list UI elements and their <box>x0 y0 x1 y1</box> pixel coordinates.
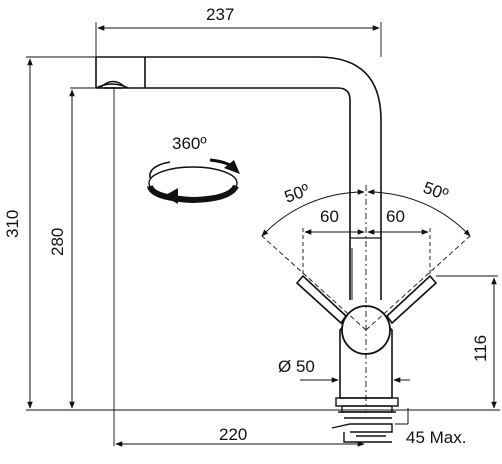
lever-right <box>385 274 438 325</box>
rotation-360-icon <box>147 158 240 204</box>
dimension-lines <box>27 25 497 447</box>
dimension-base-diameter: Ø 50 <box>278 357 315 376</box>
dimension-lever-offset-left: 60 <box>320 207 339 226</box>
dimension-angle-right: 50º <box>421 178 451 204</box>
dimension-spout-height: 280 <box>48 228 67 256</box>
dimension-rotation: 360º <box>172 134 207 153</box>
lever-left <box>295 274 348 325</box>
dimension-reach: 220 <box>219 425 247 444</box>
dimension-top-width: 237 <box>206 5 234 24</box>
dimension-lever-offset-right: 60 <box>386 207 405 226</box>
dimension-max-thickness: 45 Max. <box>406 428 466 447</box>
extension-lines <box>26 22 500 446</box>
dimension-total-height: 310 <box>3 210 22 238</box>
dimension-lever-height: 116 <box>471 335 490 362</box>
faucet-outline <box>95 56 393 399</box>
faucet-base <box>331 397 399 443</box>
dimension-angle-left: 50º <box>282 180 312 206</box>
